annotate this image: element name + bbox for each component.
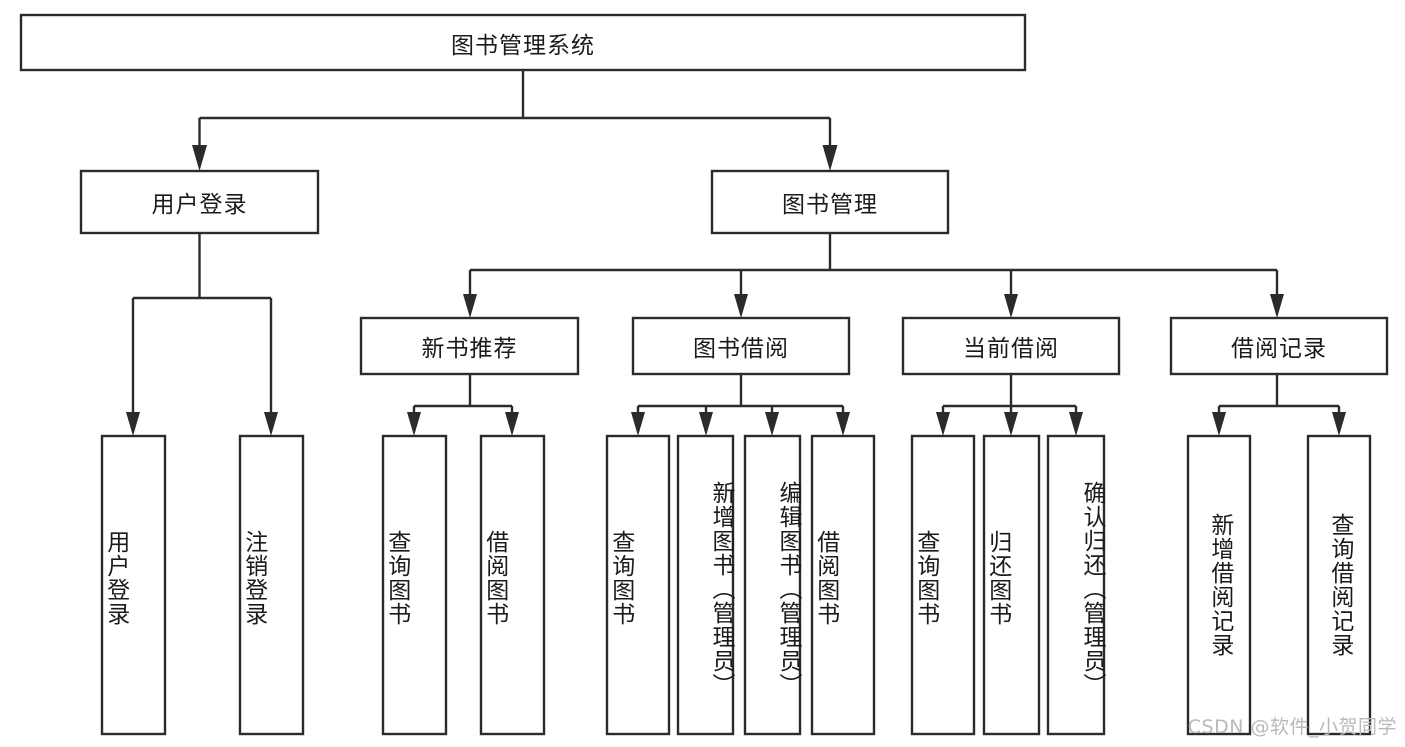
node-book-manage-box[interactable] <box>710 169 950 235</box>
node-root-box[interactable] <box>19 13 1027 72</box>
leaf-box-new-book-0[interactable] <box>381 434 448 736</box>
arrowhead-user-login-leaf1 <box>264 412 278 436</box>
arrowhead-to-borrow-record <box>1270 294 1284 318</box>
arrowhead-book-borrow-leaf2 <box>765 412 779 436</box>
csdn-watermark: CSDN @软件_小贺同学 <box>1187 716 1397 738</box>
leaf-box-current-borrow-0[interactable] <box>910 434 976 736</box>
arrowhead-current-borrow-leaf2 <box>1069 412 1083 436</box>
leaf-box-book-borrow-0[interactable] <box>605 434 671 736</box>
arrowhead-book-borrow-leaf0 <box>631 412 645 436</box>
arrowhead-to-book-borrow <box>734 294 748 318</box>
arrowhead-user-login-leaf0 <box>126 412 140 436</box>
arrowhead-book-borrow-leaf3 <box>836 412 850 436</box>
leaf-box-book-borrow-2[interactable] <box>743 434 802 736</box>
leaf-box-borrow-record-1[interactable] <box>1306 434 1372 736</box>
leaf-box-user-login-0[interactable] <box>100 434 167 736</box>
arrowhead-new-book-leaf1 <box>505 412 519 436</box>
leaf-box-borrow-record-0[interactable] <box>1186 434 1252 736</box>
arrowhead-new-book-leaf0 <box>407 412 421 436</box>
arrowhead-to-new-book <box>463 294 477 318</box>
node-borrow-record-box[interactable] <box>1169 316 1389 376</box>
arrowhead-to-user-login <box>192 145 207 171</box>
arrowhead-book-borrow-leaf1 <box>699 412 713 436</box>
node-book-borrow-box[interactable] <box>631 316 851 376</box>
leaf-box-book-borrow-3[interactable] <box>810 434 876 736</box>
arrowhead-current-borrow-leaf1 <box>1004 412 1018 436</box>
arrowhead-borrow-record-leaf1 <box>1332 412 1346 436</box>
node-current-borrow-box[interactable] <box>901 316 1121 376</box>
arrowhead-to-current-borrow <box>1004 294 1018 318</box>
arrowhead-borrow-record-leaf0 <box>1212 412 1226 436</box>
leaf-box-user-login-1[interactable] <box>238 434 305 736</box>
leaf-box-book-borrow-1[interactable] <box>676 434 735 736</box>
leaf-box-current-borrow-2[interactable] <box>1046 434 1106 736</box>
arrowhead-to-book-manage <box>822 145 838 171</box>
arrowhead-current-borrow-leaf0 <box>936 412 950 436</box>
node-user-login-box[interactable] <box>79 169 320 235</box>
node-new-book-box[interactable] <box>359 316 580 376</box>
leaf-box-current-borrow-1[interactable] <box>982 434 1041 736</box>
leaf-box-new-book-1[interactable] <box>479 434 546 736</box>
